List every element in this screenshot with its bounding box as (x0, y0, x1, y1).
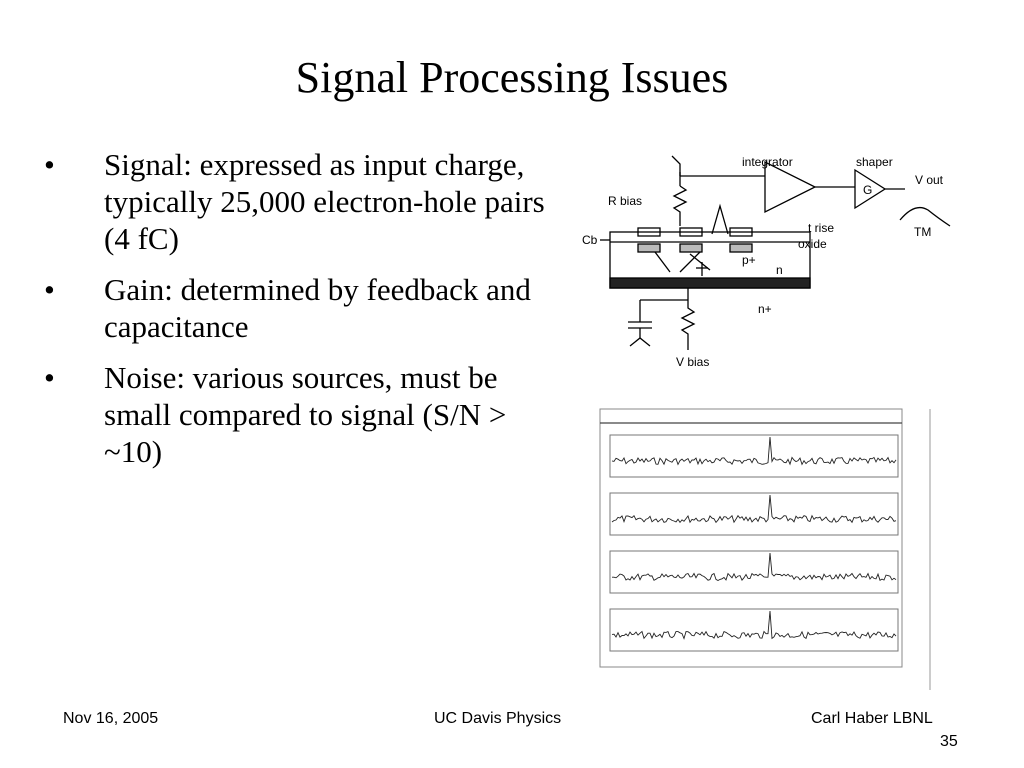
slide-title: Signal Processing Issues (295, 53, 729, 102)
label-shaper: shaper (856, 155, 893, 169)
bullet-text: Noise: various sources, must be small co… (104, 360, 507, 469)
label-r-bias: R bias (608, 194, 642, 208)
bullet-dot: • (44, 272, 55, 307)
label-n-plus: n+ (758, 302, 772, 316)
shaper-amplifier (854, 168, 887, 210)
label-v-bias: V bias (676, 355, 709, 369)
label-integrator: integrator (742, 155, 793, 169)
integrator-amplifier (764, 160, 817, 214)
bullet-dot: • (44, 360, 55, 395)
label-gain: G (863, 183, 872, 197)
bullet-item: • Gain: determined by feedback and capac… (36, 271, 556, 345)
v-bias-resistor (680, 300, 696, 350)
label-v-out: V out (915, 173, 944, 187)
noise-trace (612, 552, 897, 582)
noise-trace (611, 436, 897, 466)
footer-author: Carl Haber LBNL (811, 710, 933, 727)
footer-venue: UC Davis Physics (434, 710, 562, 727)
footer-page-number: 35 (940, 733, 958, 750)
label-n: n (776, 263, 783, 277)
noise-trace (611, 610, 897, 640)
bullet-item: • Signal: expressed as input charge, typ… (36, 146, 556, 257)
label-cb: Cb (582, 233, 598, 247)
bullet-list: • Signal: expressed as input charge, typ… (36, 146, 556, 484)
label-t-rise: t rise (808, 221, 834, 235)
label-p-plus: p+ (742, 253, 756, 267)
noise-traces-panel (599, 408, 931, 690)
bullet-item: • Noise: various sources, must be small … (36, 359, 556, 470)
noise-trace (611, 494, 897, 524)
footer-date: Nov 16, 2005 (63, 710, 159, 727)
r-bias-resistor (672, 185, 688, 226)
bullet-dot: • (44, 147, 55, 182)
bullet-text: Gain: determined by feedback and capacit… (104, 272, 531, 344)
label-tm: TM (914, 225, 931, 239)
detector-schematic: integrator shaper V out G R bias Cb t ri… (582, 155, 951, 369)
label-oxide: oxide (798, 237, 827, 251)
bullet-text: Signal: expressed as input charge, typic… (104, 147, 545, 256)
